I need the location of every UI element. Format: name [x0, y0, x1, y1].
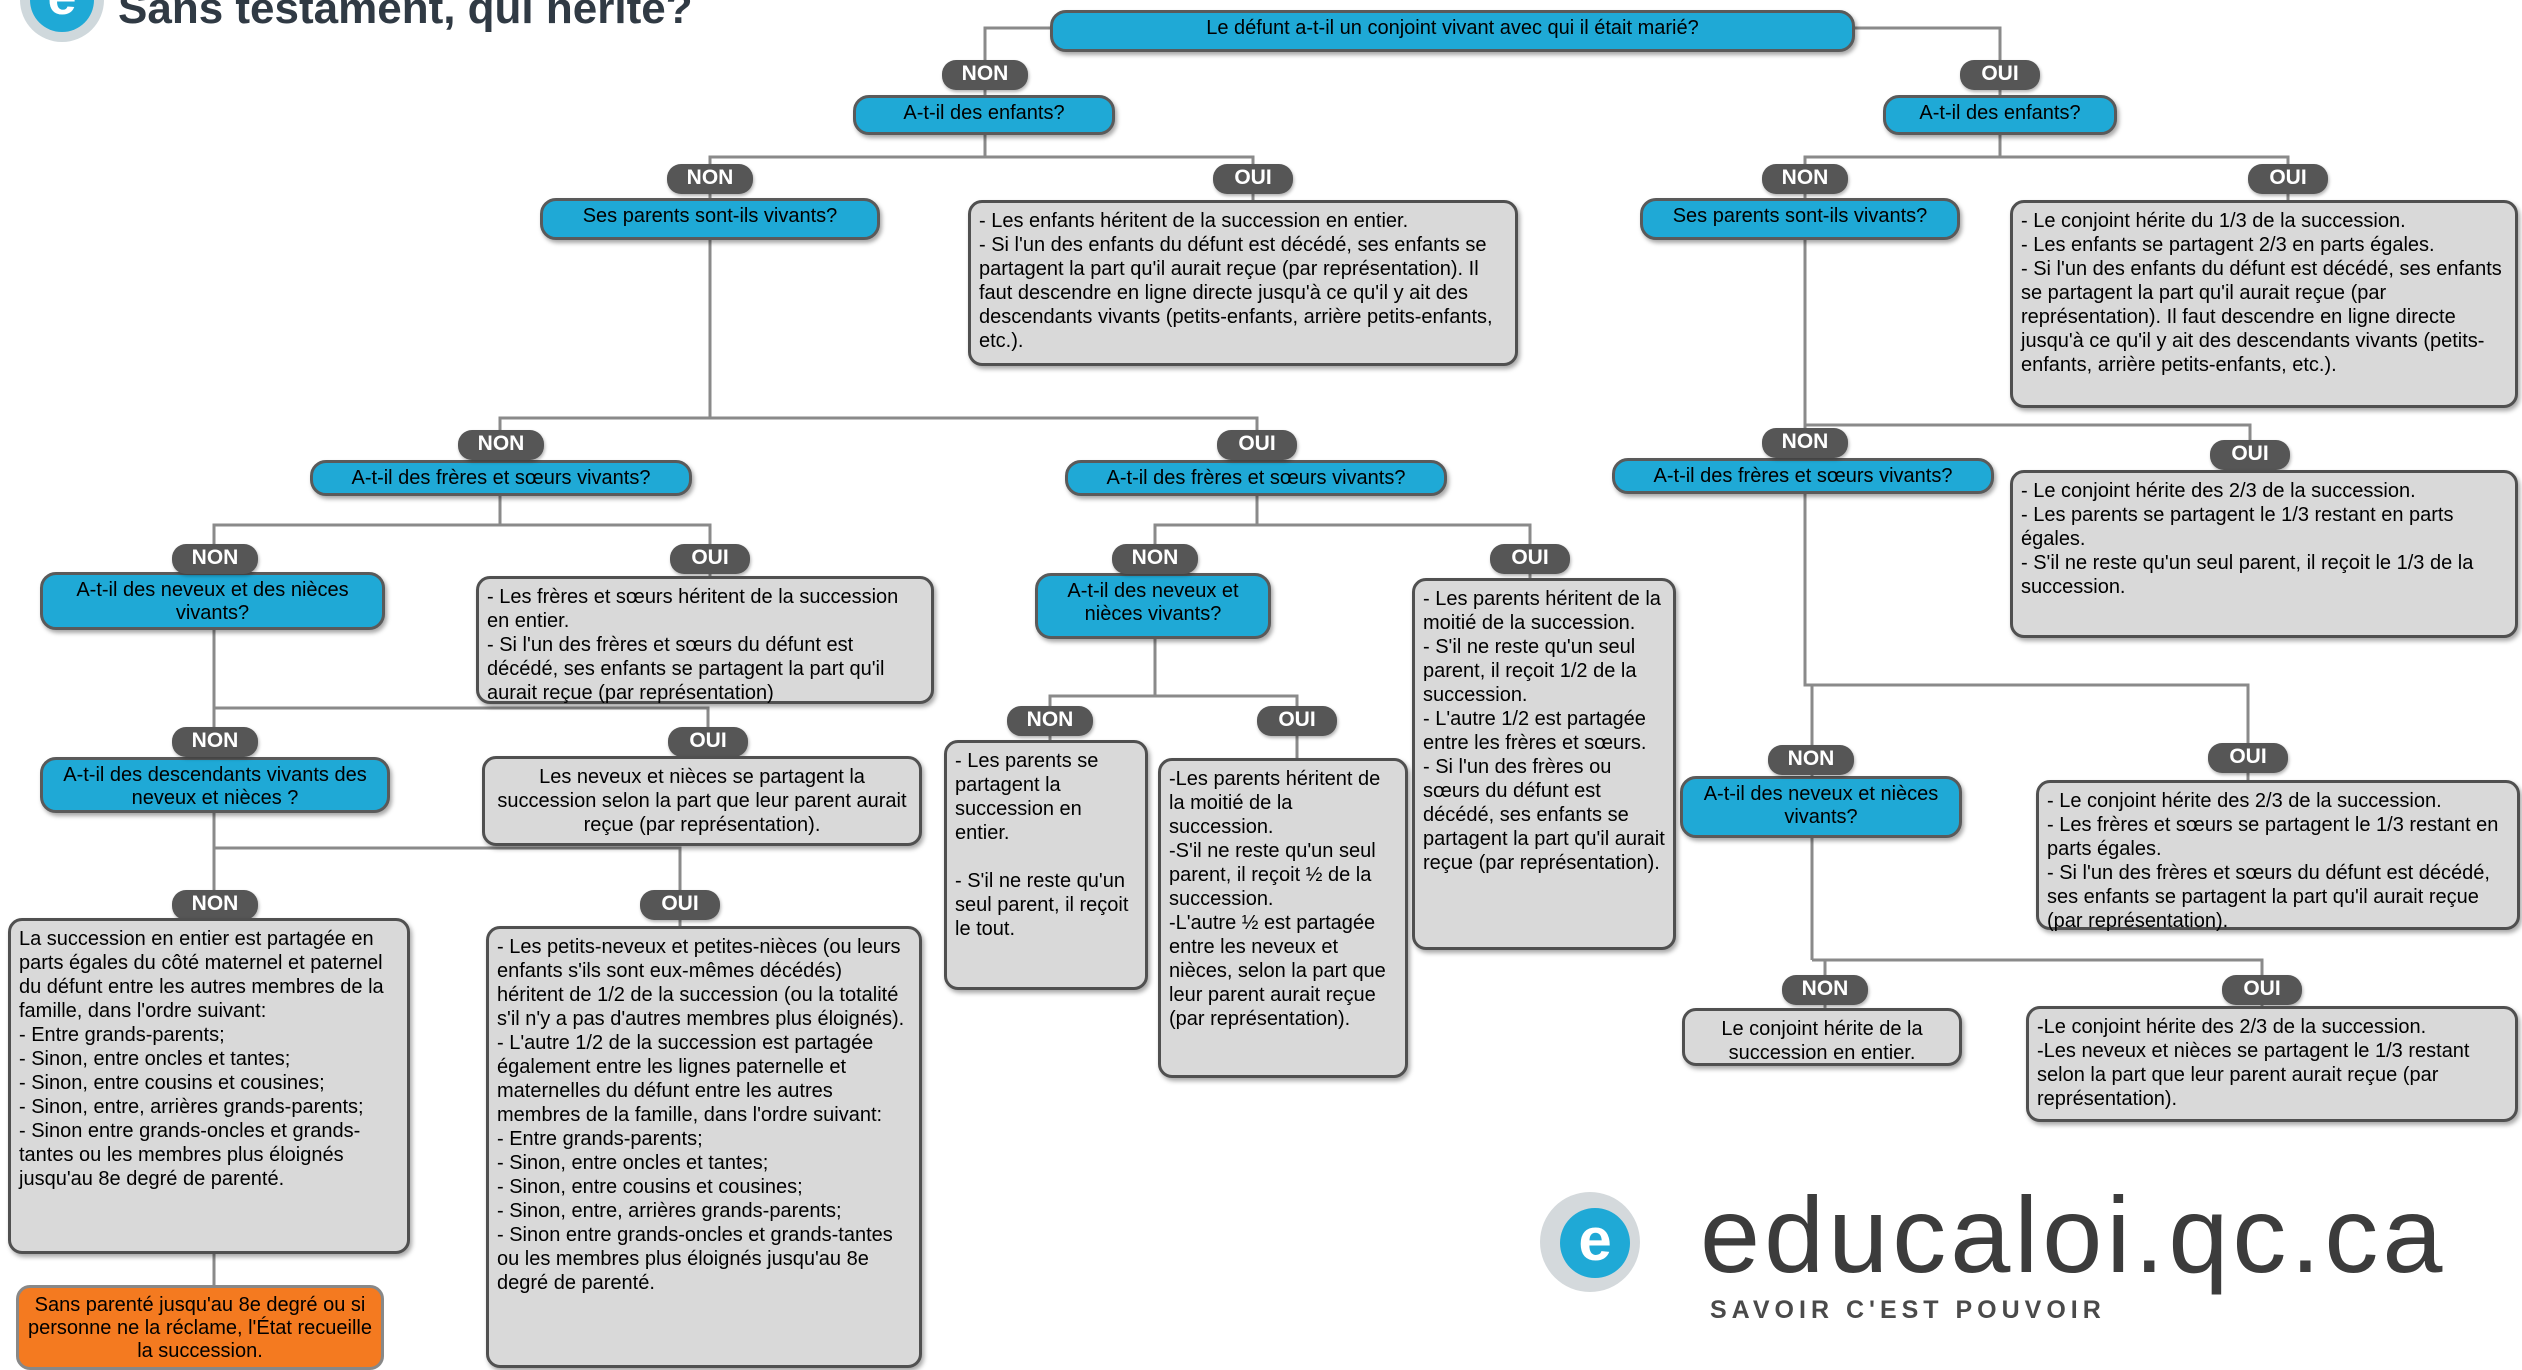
answer-nephews-only: Les neveux et nièces se partagent la suc…: [482, 756, 922, 846]
question-siblings-a: A-t-il des frères et sœurs vivants?: [310, 460, 692, 496]
label-no: NON: [172, 890, 258, 920]
answer-spouse-siblings: - Le conjoint hérite des 2/3 de la succe…: [2036, 780, 2520, 932]
brand-tagline: SAVOIR C'EST POUVOIR: [1710, 1296, 2106, 1324]
label-no: NON: [1782, 975, 1868, 1005]
label-no: NON: [1768, 745, 1854, 775]
question-parents-no-spouse: Ses parents sont-ils vivants?: [540, 198, 880, 240]
brand-name: educaloi.qc.ca: [1700, 1174, 2447, 1295]
answer-spouse-all: Le conjoint hérite de la succession en e…: [1682, 1008, 1962, 1066]
answer-state: Sans parenté jusqu'au 8e degré ou si per…: [16, 1285, 384, 1370]
question-nephews-a: A-t-il des neveux et des nièces vivants?: [40, 572, 385, 630]
answer-children-spouse: - Le conjoint hérite du 1/3 de la succes…: [2010, 200, 2518, 408]
brand-logo-icon: e: [1530, 1186, 1660, 1294]
question-children-spouse: A-t-il des enfants?: [1883, 95, 2117, 135]
label-yes: OUI: [2222, 975, 2302, 1005]
question-siblings-c: A-t-il des frères et sœurs vivants?: [1612, 458, 1994, 494]
label-yes: OUI: [1490, 544, 1570, 574]
answer-descendants: - Les petits-neveux et petites-nièces (o…: [486, 926, 922, 1368]
label-yes: OUI: [2248, 164, 2328, 194]
question-spouse: Le défunt a-t-il un conjoint vivant avec…: [1050, 10, 1855, 52]
answer-no-descendants: La succession en entier est partagée en …: [8, 918, 410, 1254]
question-nephews-c: A-t-il des neveux et nièces vivants?: [1680, 776, 1962, 838]
label-no: NON: [667, 164, 753, 194]
label-yes: OUI: [1257, 706, 1337, 736]
label-yes: OUI: [668, 727, 748, 757]
label-yes: OUI: [1217, 430, 1297, 460]
header-logo-icon: e: [20, 0, 104, 42]
label-no: NON: [1762, 428, 1848, 458]
label-no: NON: [172, 544, 258, 574]
answer-children-no-spouse: - Les enfants héritent de la succession …: [968, 200, 1518, 366]
e-letter: e: [30, 0, 94, 32]
answer-parents-siblings: - Les parents héritent de la moitié de l…: [1412, 578, 1676, 950]
label-yes: OUI: [2210, 440, 2290, 470]
label-no: NON: [1007, 706, 1093, 736]
label-no: NON: [458, 430, 544, 460]
answer-parents-nephews: -Les parents héritent de la moitié de la…: [1158, 758, 1408, 1078]
e-letter: e: [1560, 1208, 1630, 1278]
page-title: Sans testament, qui hérite?: [118, 0, 693, 33]
answer-spouse-parents: - Le conjoint hérite des 2/3 de la succe…: [2010, 470, 2518, 638]
question-children-no-spouse: A-t-il des enfants?: [853, 95, 1115, 135]
label-no: NON: [942, 60, 1028, 90]
answer-parents-only: - Les parents se partagent la succession…: [944, 740, 1148, 990]
label-no: NON: [1762, 164, 1848, 194]
question-siblings-b: A-t-il des frères et sœurs vivants?: [1065, 460, 1447, 496]
label-yes: OUI: [2208, 743, 2288, 773]
question-parents-spouse: Ses parents sont-ils vivants?: [1640, 198, 1960, 240]
answer-siblings-only: - Les frères et sœurs héritent de la suc…: [476, 576, 934, 704]
label-yes: OUI: [1960, 60, 2040, 90]
label-no: NON: [172, 727, 258, 757]
question-descendants: A-t-il des descendants vivants des neveu…: [40, 757, 390, 813]
label-yes: OUI: [640, 890, 720, 920]
label-no: NON: [1112, 544, 1198, 574]
question-nephews-b: A-t-il des neveux et nièces vivants?: [1035, 573, 1271, 639]
label-yes: OUI: [1213, 164, 1293, 194]
answer-spouse-nephews: -Le conjoint hérite des 2/3 de la succes…: [2026, 1006, 2518, 1122]
label-yes: OUI: [670, 544, 750, 574]
